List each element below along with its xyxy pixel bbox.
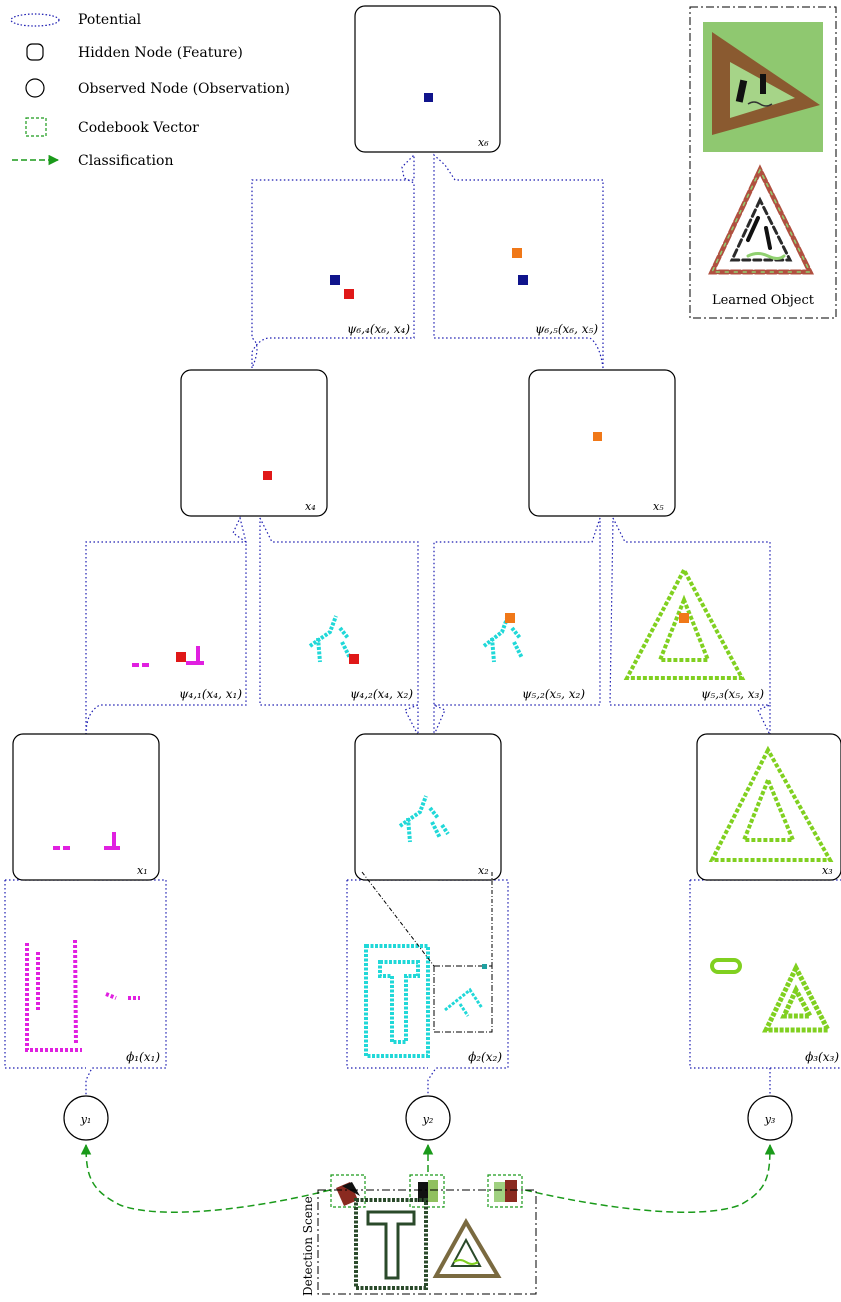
hidden-node-x1: x₁ [13,734,159,880]
x2-label: x₂ [478,864,489,877]
potential-psi64: ψ₆,₄(x₆, x₄) [330,275,410,336]
legend-classification: Classification [78,153,173,169]
x3-label: x₃ [822,864,833,877]
psi52-label: ψ₅,₂(x₅, x₂) [522,687,585,701]
codebook-point [593,432,602,441]
potential-psi41: ψ₄,₁(x₄, x₁) [132,646,242,701]
codebook-vector-3 [488,1175,522,1207]
potential-legend-icon [11,14,59,26]
learned-object-model [712,170,810,272]
psi42-label: ψ₄,₂(x₄, x₂) [350,687,413,701]
psi53-label: ψ₅,₃(x₅, x₃) [701,687,764,701]
legend-hidden-node: Hidden Node (Feature) [78,45,243,61]
psi64-label: ψ₆,₄(x₆, x₄) [347,322,410,336]
y1-label: y₁ [80,1113,92,1126]
phi3-label: ϕ₃(x₃) [805,1050,839,1064]
phi1-label: ϕ₁(x₁) [126,1050,160,1064]
observed-node-legend-icon [26,79,44,97]
codebook-legend-icon [26,118,46,136]
legend-codebook: Codebook Vector [78,120,199,136]
y3-label: y₃ [764,1113,776,1126]
potential-phi2: ϕ₂(x₂) [362,872,502,1064]
detection-scene-caption: Detection Scene [301,1196,315,1296]
hidden-node-x4: x₄ [181,370,327,516]
potential-phi3: ϕ₃(x₃) [712,960,839,1064]
potential-psi52: ψ₅,₂(x₅, x₂) [484,613,585,701]
psi65-label: ψ₆,₅(x₆, x₅) [535,322,598,336]
legend-observed-node: Observed Node (Observation) [78,81,290,97]
scene-sign-triangle [436,1222,498,1276]
hidden-node-legend-icon [27,44,43,60]
observed-node-y2: y₂ [406,1096,450,1140]
hidden-node-x3: x₃ [697,734,841,880]
x5-label: x₅ [653,500,664,513]
learned-object-panel: Learned Object [690,7,836,318]
phi2-label: ϕ₂(x₂) [468,1050,502,1064]
hidden-node-x6: x₆ [355,6,500,152]
codebook-point [424,93,433,102]
scene-sign-t [356,1200,426,1288]
potential-psi53: ψ₅,₃(x₅, x₃) [627,570,764,701]
codebook-vector-1 [331,1175,365,1207]
detection-scene: Detection Scene [301,1190,536,1296]
x6-label: x₆ [478,136,489,149]
classification-arrow-y1 [86,1145,330,1212]
psi41-label: ψ₄,₁(x₄, x₁) [179,687,242,701]
potential-psi42: ψ₄,₂(x₄, x₂) [310,616,413,701]
x4-label: x₄ [305,500,316,513]
learned-object-caption: Learned Object [712,293,815,308]
observed-node-y3: y₃ [748,1096,792,1140]
hidden-node-x2: x₂ [355,734,501,880]
codebook-point [263,471,272,480]
legend-potential: Potential [78,12,142,28]
potential-psi65: ψ₆,₅(x₆, x₅) [512,248,598,336]
y2-label: y₂ [422,1113,434,1126]
observed-node-y1: y₁ [64,1096,108,1140]
legend: Potential Hidden Node (Feature) Observed… [11,12,290,169]
learned-object-photo [703,22,823,152]
hidden-node-x5: x₅ [529,370,675,516]
classification-arrow-y3 [525,1145,770,1212]
potential-phi1: ϕ₁(x₁) [27,940,160,1064]
x1-label: x₁ [137,864,148,877]
